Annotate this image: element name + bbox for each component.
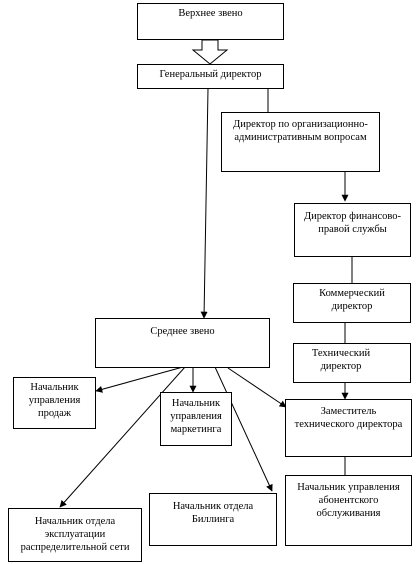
arrow-middle-to-billing <box>214 366 273 492</box>
block-arrow <box>191 39 229 65</box>
node-commercial-director: Коммерческий директор <box>293 283 411 323</box>
node-subscriber-head: Начальник управления абонентского обслуж… <box>285 475 412 546</box>
node-top-level-label: Верхнее звено <box>178 8 243 19</box>
node-billing-head-label: Начальник отдела Биллинга <box>172 501 254 525</box>
node-technical-director-label: Технический директор <box>311 348 371 372</box>
node-network-head: Начальник отдела эксплуатации распредели… <box>8 508 142 562</box>
node-deputy-technical: Заместитель технического директора <box>285 399 412 457</box>
arrow-middle-to-network <box>59 366 186 508</box>
node-admin-director-label: Директор по организационно-административ… <box>233 119 368 143</box>
node-sales-head: Начальник управления продаж <box>13 377 96 429</box>
arrow-middle-to-sales <box>95 366 184 393</box>
node-top-level: Верхнее звено <box>137 3 284 40</box>
node-middle-level-label: Среднее звено <box>150 326 215 337</box>
node-finance-director-label: Директор финансово-правой службы <box>303 211 402 235</box>
node-finance-director: Директор финансово-правой службы <box>294 203 411 257</box>
node-technical-director: Технический директор <box>293 343 411 383</box>
node-subscriber-head-label: Начальник управления абонентского обслуж… <box>297 482 400 519</box>
node-network-head-label: Начальник отдела эксплуатации распредели… <box>20 516 130 553</box>
arrow-general-to-middle <box>200 88 209 319</box>
node-marketing-head-label: Начальник управления маркетинга <box>170 398 222 435</box>
node-middle-level: Среднее звено <box>95 318 270 368</box>
node-general-director-label: Генеральный директор <box>159 69 262 80</box>
arrow-middle-to-deputy <box>227 367 287 408</box>
node-admin-director: Директор по организационно-административ… <box>221 112 380 172</box>
node-billing-head: Начальник отдела Биллинга <box>149 493 277 546</box>
node-commercial-director-label: Коммерческий директор <box>319 288 385 312</box>
node-marketing-head: Начальник управления маркетинга <box>160 392 232 446</box>
node-general-director: Генеральный директор <box>137 64 284 89</box>
node-sales-head-label: Начальник управления продаж <box>28 382 81 419</box>
node-deputy-technical-label: Заместитель технического директора <box>294 406 403 430</box>
